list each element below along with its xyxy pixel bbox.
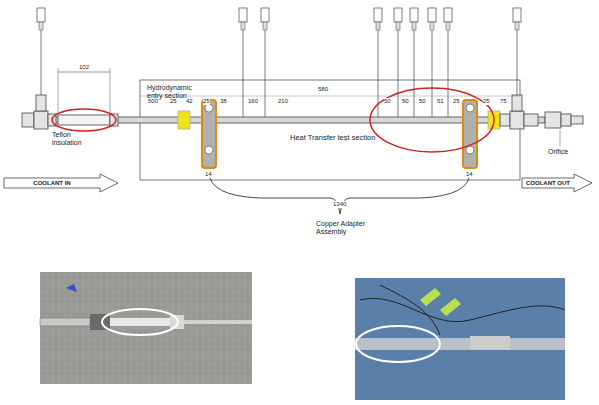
- teflon-insulation: [58, 115, 110, 125]
- part-label: COOLANT IN: [33, 180, 70, 187]
- insulator-block: [178, 111, 190, 129]
- thermocouples: [37, 8, 521, 117]
- part-label: Heat Transfer test section: [290, 134, 375, 142]
- part-label: Teflon insulation: [52, 131, 98, 146]
- dimension-label: 51: [437, 98, 444, 105]
- part-label: COOLANT OUT: [526, 180, 570, 187]
- dimension-label: 580: [318, 86, 328, 93]
- part-label: Orifice: [548, 148, 568, 156]
- dimension-label: 25: [203, 98, 210, 105]
- dimension-label: 25: [483, 98, 490, 105]
- dimension-label: 50: [419, 98, 426, 105]
- highlight-ellipse: [52, 109, 116, 131]
- dimension-label: 50: [384, 98, 391, 105]
- dimension-label: 14: [205, 171, 212, 178]
- part-label: Copper Adapter Assembly: [316, 220, 366, 235]
- dimension-label: 14: [466, 171, 473, 178]
- photo-right: [355, 278, 565, 400]
- dimension-label: 102: [79, 64, 89, 71]
- dimension-label: 500: [148, 98, 158, 105]
- dimension-label: 160: [248, 98, 258, 105]
- dimension-label: 75: [500, 98, 507, 105]
- flow-arrow: [522, 174, 592, 192]
- tee-fitting: [22, 95, 56, 129]
- dimension-label: 1340: [333, 201, 346, 208]
- dimension-label: 50: [402, 98, 409, 105]
- outlet-fitting: [500, 95, 583, 129]
- dimension-label: 25: [453, 98, 460, 105]
- photo-left: [40, 272, 252, 384]
- flow-arrow: [4, 174, 118, 192]
- dimension-label: 42: [186, 98, 193, 105]
- section-frame: [140, 80, 520, 180]
- dimension-label: 38: [220, 98, 227, 105]
- dimension-label: 25: [170, 98, 177, 105]
- bracket: [209, 172, 470, 214]
- dimension-label: 210: [278, 98, 288, 105]
